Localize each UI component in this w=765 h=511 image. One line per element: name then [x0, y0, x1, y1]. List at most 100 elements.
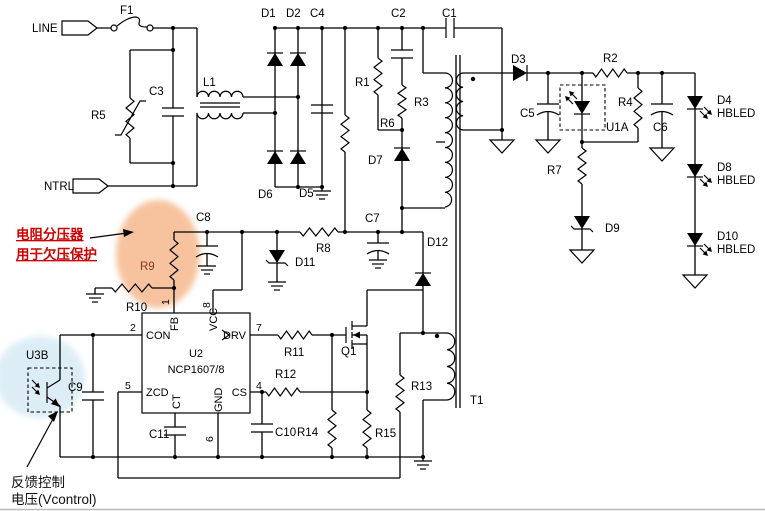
resistor-R8	[299, 227, 339, 237]
diode-D5	[289, 150, 307, 165]
diode-D7	[393, 147, 411, 162]
aux-winding	[446, 332, 456, 401]
opto-led-U1A	[559, 84, 606, 131]
label-d8: D8	[717, 162, 732, 174]
pin-name-fb: FB	[169, 317, 181, 331]
secondary-winding	[455, 72, 464, 131]
ground-d9	[569, 249, 595, 264]
resistor-R9	[169, 239, 179, 281]
resistor-R14	[327, 409, 337, 449]
ground-led-string	[682, 274, 708, 289]
label-d10: D10	[717, 231, 738, 243]
resistor-R1	[373, 57, 383, 96]
pin-name-con: CON	[146, 330, 171, 342]
label-r4: R4	[618, 97, 633, 109]
pin-number-5: 5	[125, 380, 131, 392]
ground-d11	[267, 281, 287, 291]
label-r9: R9	[140, 261, 155, 273]
label-u3b: U3B	[26, 350, 49, 362]
resistor-R3	[396, 84, 408, 119]
hbled-D10	[686, 232, 713, 257]
pin-number-7: 7	[256, 322, 262, 334]
label-r2: R2	[603, 53, 618, 65]
resistor-R10	[111, 283, 153, 293]
label-r5: R5	[91, 110, 106, 122]
resistor-R4	[633, 87, 643, 129]
label-r12: R12	[275, 369, 296, 381]
capacitor-C1	[445, 18, 455, 38]
grounds	[85, 139, 708, 470]
label-c5: C5	[520, 108, 535, 120]
highlight-undervoltage-divider	[116, 200, 200, 308]
junction-dots	[90, 25, 665, 460]
pin-name-vcc: VCC	[208, 308, 220, 331]
label-r1: R1	[355, 77, 370, 89]
opto-transistor-U3B	[27, 367, 73, 413]
ground-secondary	[489, 139, 515, 154]
label-r7: R7	[547, 165, 562, 177]
resistor-R7	[577, 147, 587, 185]
capacitor-C3	[161, 107, 185, 117]
label-d4: D4	[717, 95, 732, 107]
resistors	[111, 57, 643, 449]
label-d9: D9	[605, 223, 620, 235]
label-c3: C3	[149, 86, 164, 98]
label-r8: R8	[316, 243, 331, 255]
label-d3: D3	[511, 54, 526, 66]
primary-winding	[444, 72, 453, 208]
label-ntrl: NTRL	[44, 181, 75, 193]
hbled-D4	[686, 95, 713, 120]
diode-D2	[289, 52, 307, 67]
driver-symbol	[221, 329, 231, 341]
diode-D6	[266, 150, 284, 165]
diodes	[265, 52, 713, 287]
label-c7: C7	[365, 213, 380, 225]
label-c2: C2	[391, 8, 406, 20]
mosfet-Q1	[345, 321, 360, 349]
fuse-F1	[110, 16, 154, 32]
pin-number-4: 4	[256, 380, 262, 392]
label-d8-hbled: HBLED	[717, 175, 755, 187]
label-d6: D6	[258, 189, 273, 201]
ic-U2-body	[141, 312, 251, 414]
pin-number-1: 1	[160, 299, 172, 305]
label-d1: D1	[261, 8, 276, 20]
label-d11: D11	[295, 257, 315, 269]
label-r10: R10	[126, 302, 147, 314]
resistor-R12	[265, 386, 301, 398]
label-d5: D5	[299, 188, 314, 200]
resistor-R11	[277, 329, 313, 341]
label-r6: R6	[380, 118, 395, 130]
pin-name-zcd: ZCD	[146, 387, 169, 399]
transformer-T1	[434, 72, 476, 401]
annotation-arrows	[26, 229, 134, 468]
capacitor-C9	[81, 391, 105, 401]
label-d10-hbled: HBLED	[717, 244, 755, 256]
ground-c7	[368, 259, 388, 269]
opto-box-U1A	[559, 84, 606, 131]
line-terminal	[61, 20, 98, 36]
label-d7: D7	[368, 155, 383, 167]
capacitor-C10	[250, 423, 274, 433]
label-c1: C1	[442, 8, 457, 20]
label-c6: C6	[653, 122, 668, 134]
diode-D12	[414, 272, 432, 287]
label-r13: R13	[411, 381, 432, 393]
label-line: LINE	[32, 23, 58, 35]
annotation-feedback-line2: 电压(Vcontrol)	[11, 492, 97, 507]
neutral-terminal	[72, 178, 109, 194]
label-r15: R15	[375, 428, 396, 440]
resistor-R6	[340, 114, 350, 153]
capacitors	[81, 18, 674, 436]
pin-name-drv: DRV	[223, 330, 247, 342]
wires	[59, 27, 696, 479]
label-r14: R14	[297, 427, 319, 439]
phase-dot-aux	[434, 333, 440, 339]
pin-number-2: 2	[130, 322, 136, 334]
highlight-feedback-opto	[0, 336, 85, 418]
ground-c8	[197, 265, 217, 275]
annotation-feedback-line1: 反馈控制	[11, 475, 65, 490]
resistor-R5	[125, 97, 135, 139]
annotation-divider-line2: 用于欠压保护	[16, 246, 97, 262]
